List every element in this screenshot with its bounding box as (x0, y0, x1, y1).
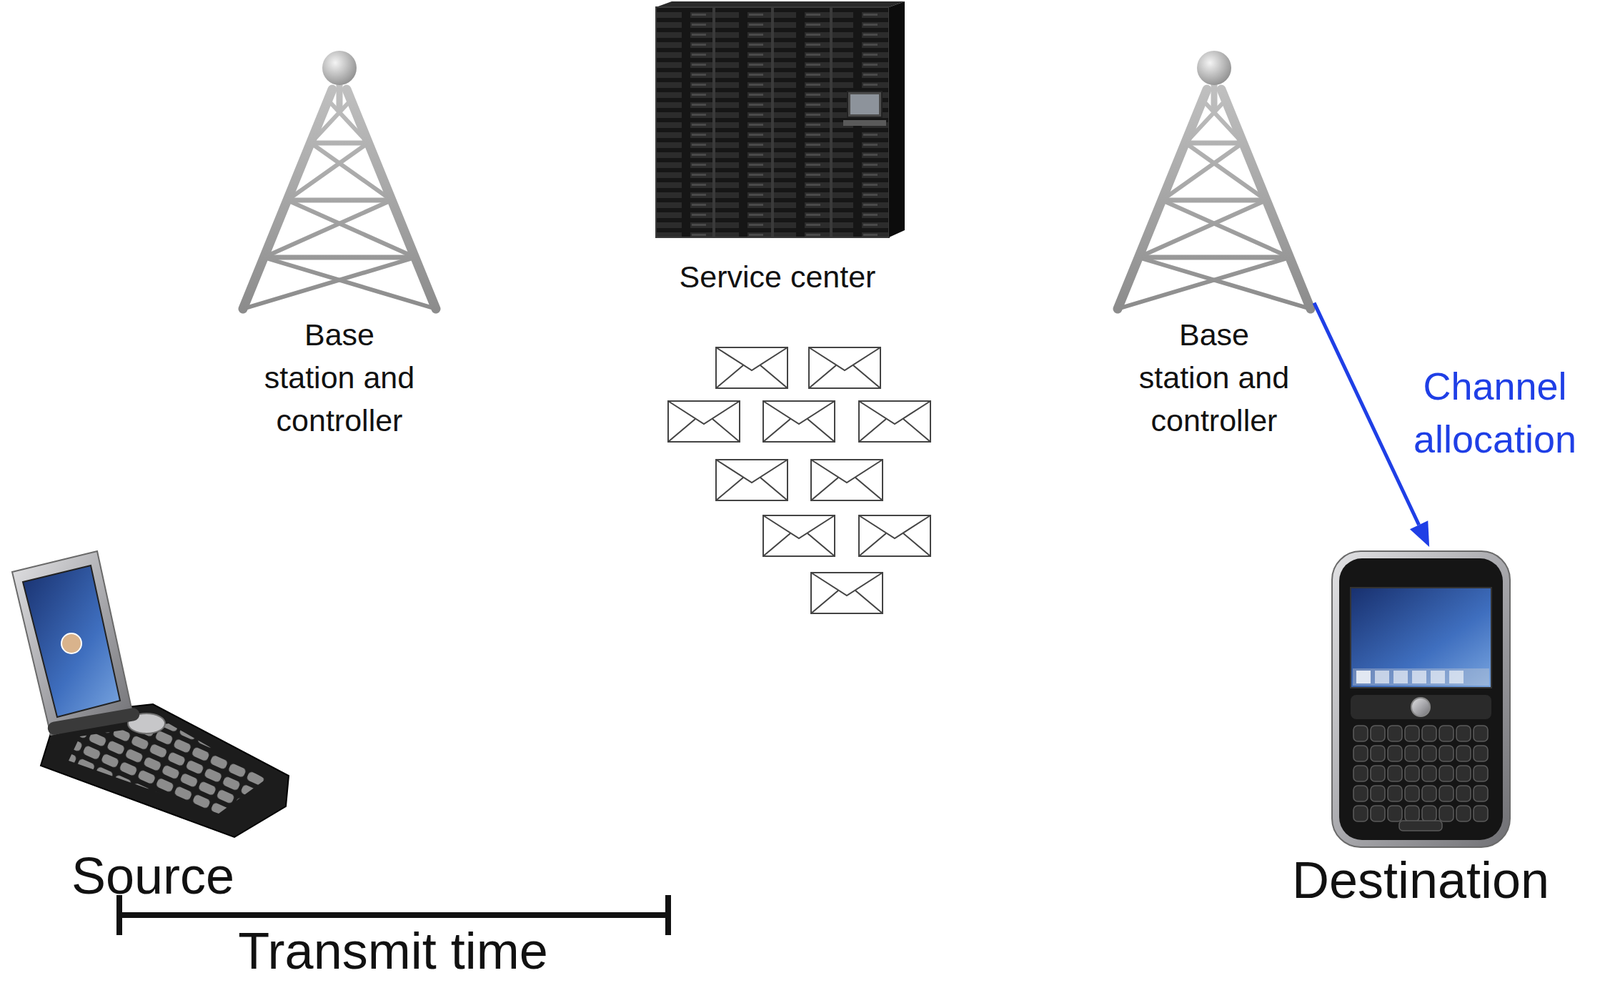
message-queue (668, 347, 931, 614)
node-label: Destination (1279, 851, 1563, 909)
server-rack (656, 1, 905, 238)
left-tower (242, 50, 436, 309)
connector-arrow (1314, 302, 1430, 547)
flip-phone (12, 550, 289, 837)
base-station-box: Base station and controller (1114, 42, 1315, 445)
connector-line (1314, 302, 1420, 526)
node-label: Source (13, 846, 293, 904)
time-label: Transmit time (178, 921, 608, 980)
node-label: Base station and controller (259, 312, 420, 442)
node-label: Service center (641, 255, 914, 298)
service-center-box: Service center (634, 0, 921, 301)
right-tower (1117, 50, 1311, 309)
arrow-head (1409, 520, 1430, 547)
source-phone-box: Source (10, 546, 296, 907)
smart-phone (1332, 550, 1510, 847)
edge-label: Channel allocation (1402, 359, 1588, 466)
node-label: Base station and controller (1134, 312, 1295, 442)
base-station-box: Base station and controller (239, 42, 440, 445)
destination-phone-box: Destination (1276, 546, 1565, 912)
